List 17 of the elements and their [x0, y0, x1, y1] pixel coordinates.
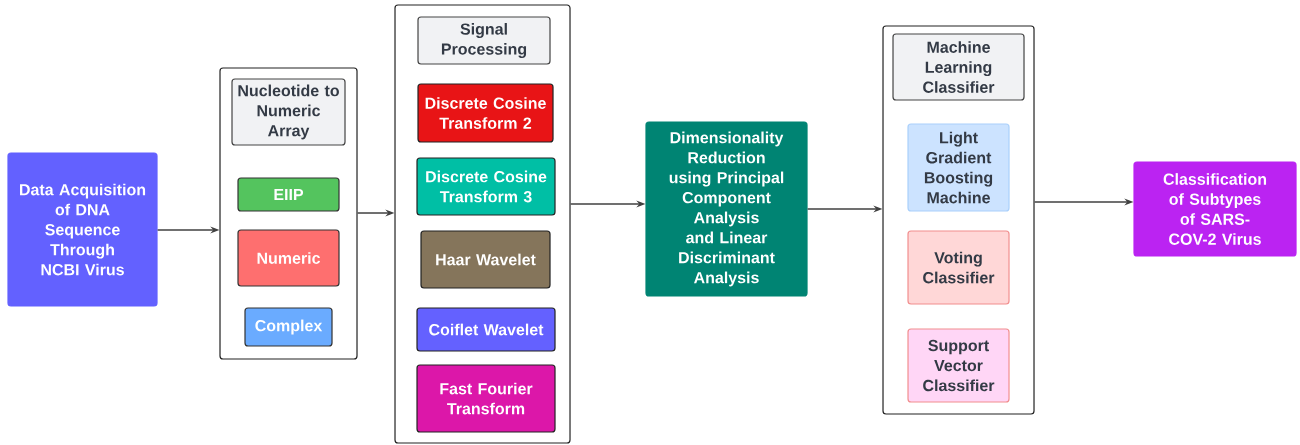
heading-box: Machine Learning Classifier [892, 33, 1025, 101]
method-box: Coiflet Wavelet [416, 307, 556, 352]
heading-box: Signal Processing [417, 16, 551, 65]
result-box: Classification of Subtypes of SARS-COV-2 Virus [1133, 161, 1297, 257]
method-box: Haar Wavelet [420, 230, 551, 289]
classifier-box: Light Gradient Boosting Machine [907, 123, 1010, 212]
process-box: Data Acquisition of DNA Sequence Through NCBI Virus [7, 152, 158, 307]
heading-box: Nucleotide to Numeric Array [231, 78, 346, 146]
method-box: Discrete Cosine Transform 2 [417, 83, 554, 143]
classifier-box: Support Vector Classifier [907, 328, 1010, 403]
classifier-box: Voting Classifier [907, 230, 1010, 305]
process-box: Dimensionality Reduction using Principal Component Analysis and Linear Discriminant Analysis [645, 121, 808, 297]
method-box: Numeric [237, 229, 340, 287]
method-box: Complex [244, 307, 333, 347]
method-box: Discrete Cosine Transform 3 [416, 157, 556, 216]
method-box: EIIP [237, 177, 340, 212]
method-box: Fast Fourier Transform [416, 364, 556, 433]
